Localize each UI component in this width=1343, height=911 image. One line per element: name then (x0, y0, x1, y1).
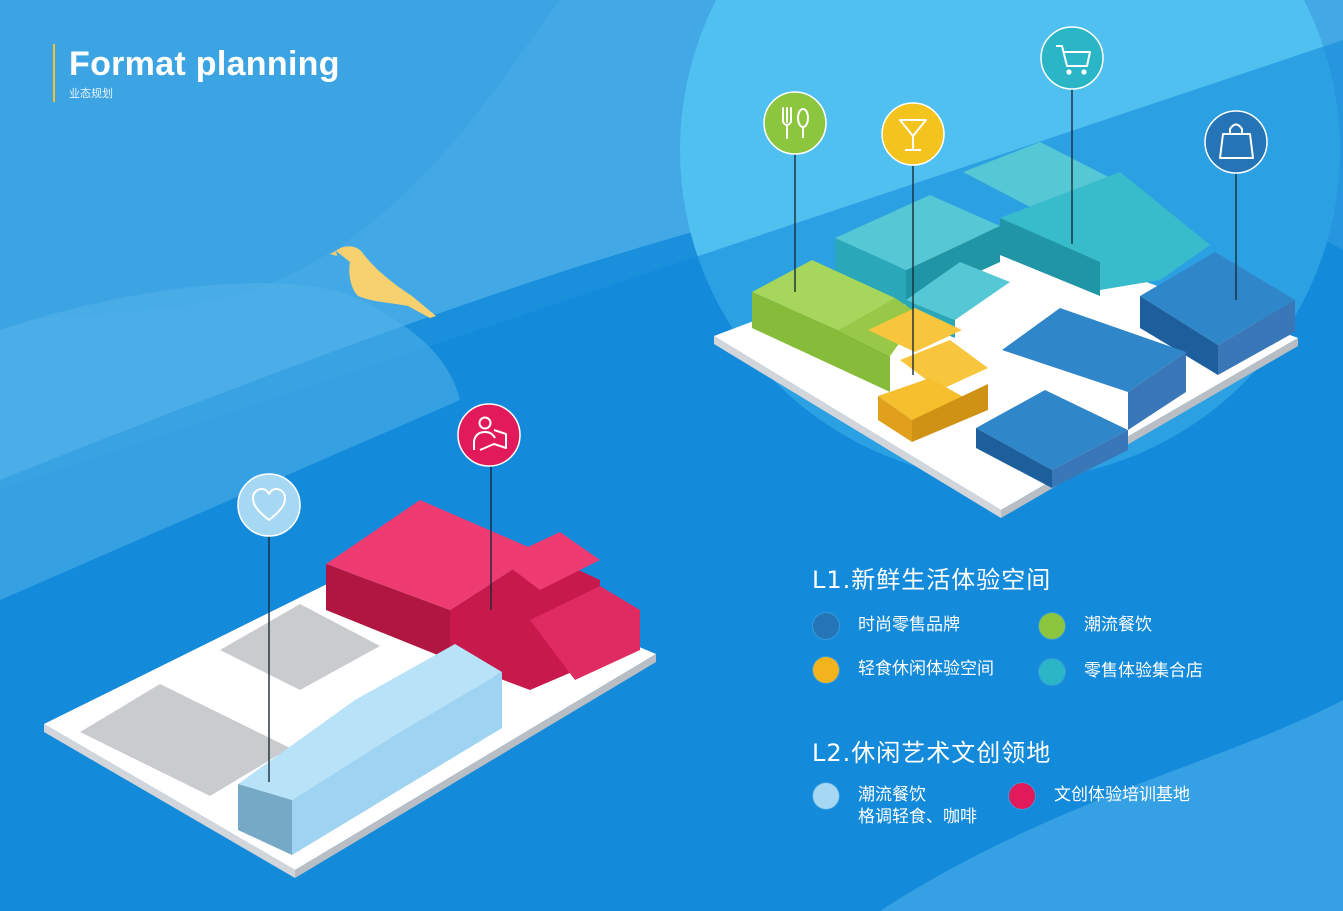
legend-label: 零售体验集合店 (1084, 661, 1203, 681)
legend-item-trendy-dining: 潮流餐饮 (1039, 613, 1152, 639)
legend-item-light-dining: 潮流餐饮 格调轻食、咖啡 (813, 783, 977, 828)
legend-dot (1039, 613, 1065, 639)
block-retail-concept (835, 142, 1210, 338)
l1-floor-plan (714, 142, 1298, 518)
legend-l2-title: L2.休闲艺术文创领地 (812, 739, 1052, 767)
bg-left-pillar (0, 283, 460, 600)
legend-dot (813, 613, 839, 639)
legend-label-line1: 潮流餐饮 (858, 785, 926, 805)
page-title: Format planning (69, 45, 340, 83)
legend-l1: L1.新鲜生活体验空间 时尚零售品牌 潮流餐饮 轻食休闲体验空间 零售体验集合店 (812, 560, 1232, 700)
legend-item-fashion-retail: 时尚零售品牌 (813, 613, 960, 639)
bg-lower-right-curve (880, 700, 1343, 911)
legend-dot (1039, 659, 1065, 685)
legend-dot (813, 783, 839, 809)
cutlery-icon (763, 91, 827, 155)
reading-person-icon (457, 403, 521, 467)
leader-lines (268, 88, 1237, 782)
block-light-dining (238, 644, 502, 855)
legend-label: 轻食休闲体验空间 (858, 659, 994, 679)
page-header: Format planning 业态规划 (53, 44, 340, 102)
legend-label: 文创体验培训基地 (1054, 785, 1190, 805)
page-subtitle: 业态规划 (69, 87, 113, 100)
legend-l1-title: L1.新鲜生活体验空间 (812, 566, 1052, 594)
block-light-food (868, 308, 988, 442)
legend-item-culture-training: 文创体验培训基地 (1009, 783, 1190, 809)
cocktail-icon (881, 102, 945, 166)
legend-label: 潮流餐饮 (1084, 615, 1152, 635)
cart-icon (1040, 26, 1104, 90)
bg-top-left-curve (0, 0, 560, 330)
heart-icon (237, 473, 301, 537)
legend-label-line2: 格调轻食、咖啡 (858, 807, 977, 827)
legend-item-light-food: 轻食休闲体验空间 (813, 657, 994, 683)
block-culture-training (326, 500, 640, 690)
bird-illustration (330, 246, 436, 318)
l2-floor-plan (44, 500, 656, 878)
legend-item-retail-concept: 零售体验集合店 (1039, 659, 1203, 685)
legend-dot (1009, 783, 1035, 809)
legend-dot (813, 657, 839, 683)
legend-label: 时尚零售品牌 (858, 615, 960, 635)
shopping-bag-icon (1204, 110, 1268, 174)
legend-label: 潮流餐饮 格调轻食、咖啡 (858, 784, 977, 828)
block-fashion-retail (976, 252, 1295, 488)
legend-l2: L2.休闲艺术文创领地 潮流餐饮 格调轻食、咖啡 文创体验培训基地 (812, 733, 1232, 833)
